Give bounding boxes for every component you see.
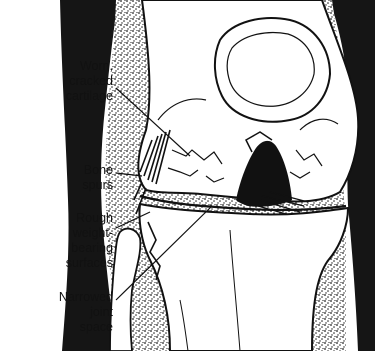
label-line: Narrowed xyxy=(59,290,113,305)
label-narrowed-joint-space: Narrowed joint space xyxy=(59,290,113,335)
label-line: cracked xyxy=(66,74,113,89)
label-line: Worn, xyxy=(66,59,113,74)
label-line: space xyxy=(59,320,113,335)
label-line: Bone xyxy=(82,163,113,178)
label-line: spurs xyxy=(82,178,113,193)
label-line: Rough xyxy=(66,211,113,226)
label-line: cartilage xyxy=(66,89,113,104)
label-worn-cartilage: Worn, cracked cartilage xyxy=(66,59,113,104)
label-bone-spurs: Bone spurs xyxy=(82,163,113,193)
label-line: joint xyxy=(59,305,113,320)
label-line: bearing xyxy=(66,241,113,256)
label-line: weight- xyxy=(66,226,113,241)
label-line: surfaces xyxy=(66,256,113,271)
label-rough-surfaces: Rough weight- bearing surfaces xyxy=(66,211,113,271)
